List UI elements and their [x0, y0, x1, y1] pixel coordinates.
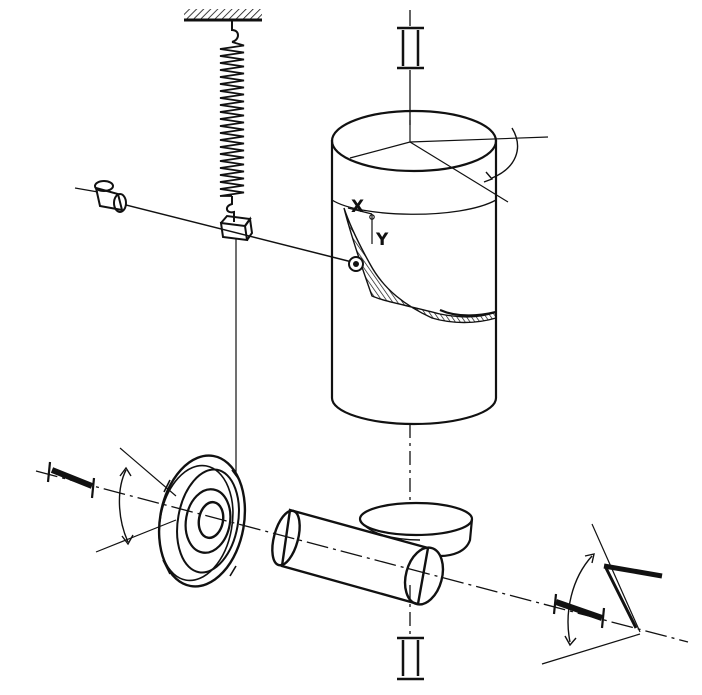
label-x: X — [351, 197, 364, 217]
crank-handle — [603, 563, 663, 629]
recorded-trace — [343, 207, 497, 324]
suspension-spring — [219, 20, 245, 222]
label-y: Y — [375, 230, 389, 250]
ceiling-support — [184, 9, 262, 22]
flywheel — [157, 454, 247, 588]
recording-drum — [330, 109, 549, 426]
left-axle — [46, 461, 96, 499]
slider-block — [219, 214, 254, 242]
right-axle — [552, 593, 606, 629]
friction-disc — [358, 501, 474, 558]
cylinder-roller — [271, 508, 445, 606]
top-bearing — [397, 10, 424, 125]
pen-tip-center — [353, 261, 359, 267]
right-angle-indicator — [541, 523, 641, 665]
pointer-rod — [74, 187, 353, 263]
bottom-bearing — [397, 636, 424, 681]
adjustment-knob — [94, 180, 127, 213]
main-axis — [35, 470, 689, 643]
